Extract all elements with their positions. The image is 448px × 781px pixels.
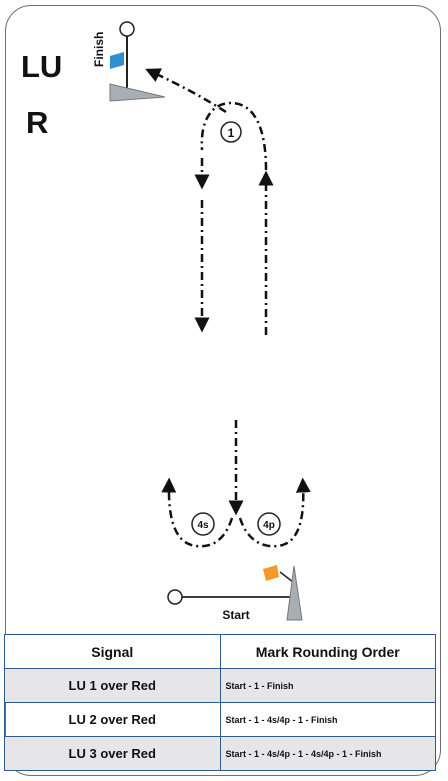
finish-line: Finish [92, 21, 166, 102]
finish-flag-icon [110, 52, 124, 69]
table-row: LU 2 over Red Start - 1 - 4s/4p - 1 - Fi… [4, 702, 436, 737]
finish-label: Finish [92, 32, 106, 67]
order-cell: Start - 1 - 4s/4p - 1 - 4s/4p - 1 - Fini… [219, 736, 436, 771]
order-cell: Start - 1 - Finish [219, 668, 436, 703]
signal-cell: LU 2 over Red [4, 702, 221, 737]
svg-text:4s: 4s [197, 520, 209, 531]
mark-1: 1 [220, 121, 242, 143]
order-cell: Start - 1 - 4s/4p - 1 - Finish [219, 702, 436, 737]
course-diagram: Finish 1 4s 4p Start [92, 21, 311, 622]
svg-text:4p: 4p [263, 520, 275, 531]
signal-cell: LU 3 over Red [4, 736, 221, 771]
rounding-order-table: Signal Mark Rounding Order LU 1 over Red… [4, 634, 436, 771]
start-boat-icon [286, 565, 303, 621]
svg-text:1: 1 [228, 126, 235, 140]
table-row: LU 1 over Red Start - 1 - Finish [4, 668, 436, 703]
header-signal: Signal [4, 634, 221, 669]
course-code-line-1: LU [21, 49, 63, 84]
start-flag-icon [263, 565, 279, 581]
finish-boat-icon [109, 83, 166, 102]
mark-4p: 4p [257, 512, 281, 536]
table-header-row: Signal Mark Rounding Order [4, 634, 436, 669]
mark-4s: 4s [191, 512, 215, 536]
start-label: Start [222, 608, 249, 622]
signal-cell: LU 1 over Red [4, 668, 221, 703]
table-row: LU 3 over Red Start - 1 - 4s/4p - 1 - 4s… [4, 736, 436, 771]
start-line: Start [167, 565, 303, 622]
header-order: Mark Rounding Order [219, 634, 436, 669]
course-path [145, 68, 311, 548]
course-code-line-2: R [26, 105, 49, 140]
